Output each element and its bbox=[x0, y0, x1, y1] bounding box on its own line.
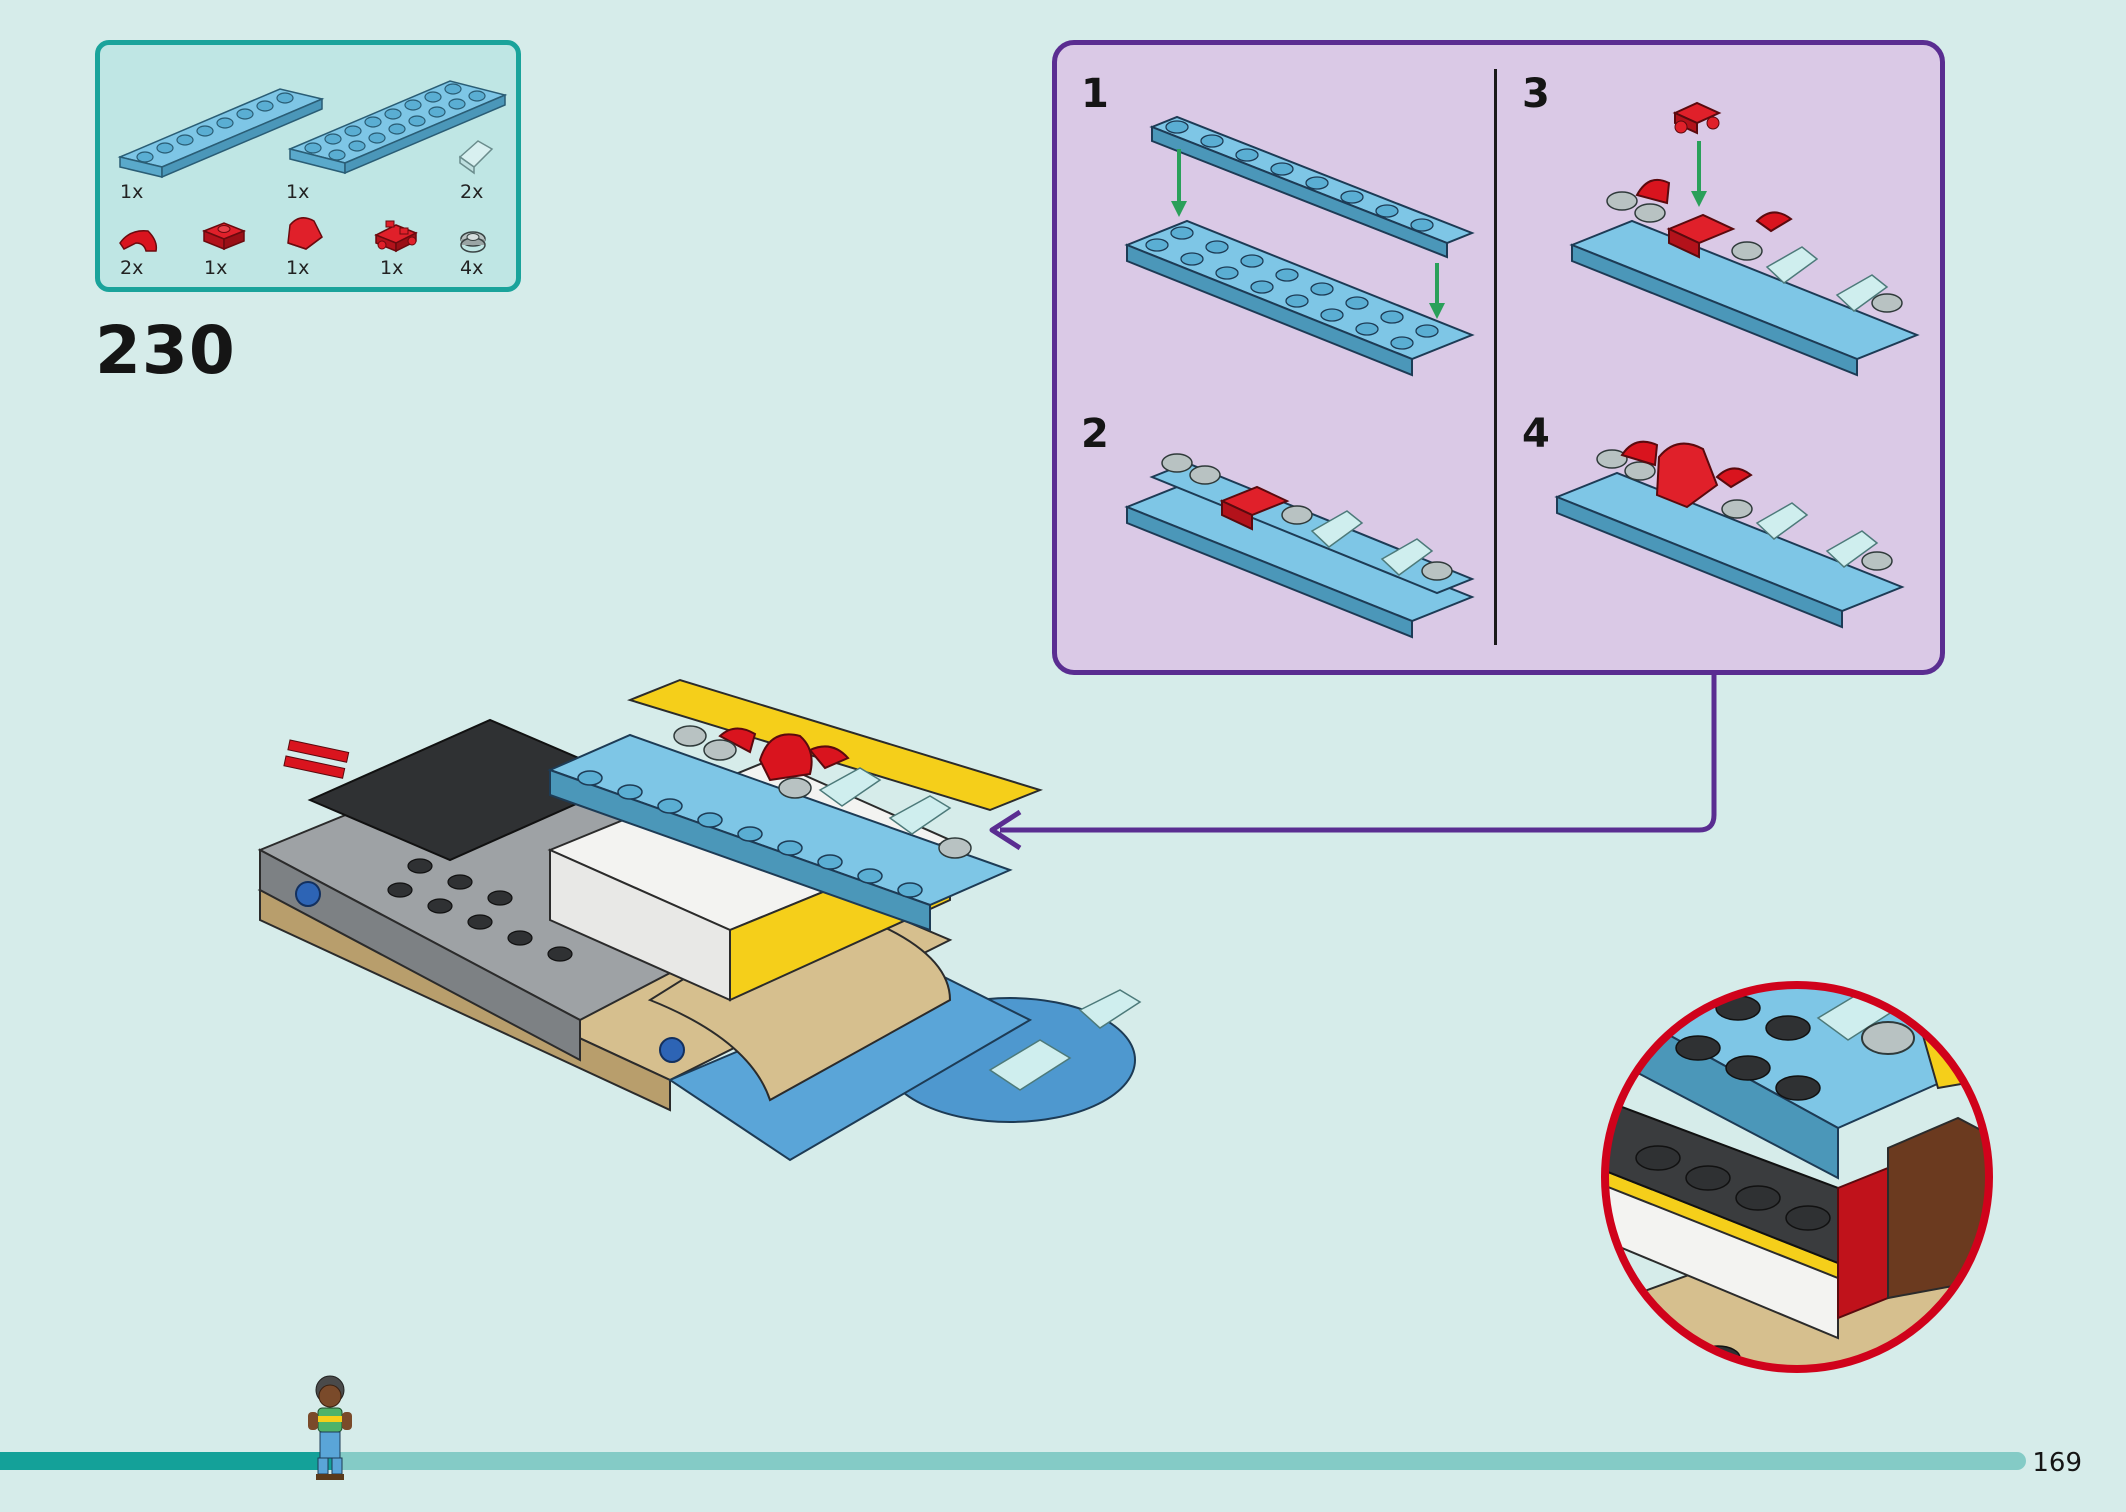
build-progress-fill bbox=[0, 1452, 334, 1470]
substep-2-illustration bbox=[1124, 453, 1475, 639]
substep-4-illustration bbox=[1554, 440, 1905, 629]
substeps-callout: 1 2 3 4 bbox=[1052, 40, 1945, 675]
substep-number: 2 bbox=[1081, 411, 1109, 457]
substep-number: 4 bbox=[1522, 411, 1550, 457]
minifigure-progress-marker bbox=[308, 1375, 352, 1480]
substep-number: 3 bbox=[1522, 71, 1550, 117]
red-curved-piece-icon bbox=[119, 230, 158, 252]
part-qty: 1x bbox=[286, 181, 310, 203]
red-plate-with-clips-icon bbox=[374, 220, 418, 253]
substeps-illustration bbox=[1124, 101, 1920, 639]
main-model-illustration bbox=[257, 678, 1142, 1162]
zoom-detail-circle bbox=[1601, 981, 1993, 1373]
red-curved-slope-icon bbox=[287, 217, 323, 250]
step-number: 230 bbox=[95, 312, 236, 389]
part-qty: 1x bbox=[204, 257, 228, 279]
light-blue-plate-2x8-icon bbox=[287, 80, 508, 175]
parts-list-box: 1x 1x 2x 2x 1x 1x 1x 4x bbox=[95, 40, 521, 292]
part-qty: 4x bbox=[460, 257, 484, 279]
page-number: 169 bbox=[2032, 1448, 2082, 1478]
part-qty: 1x bbox=[120, 181, 144, 203]
red-plate-1x2-icon bbox=[201, 222, 247, 251]
part-qty: 1x bbox=[380, 257, 404, 279]
substep-number: 1 bbox=[1081, 71, 1109, 117]
substep-1-illustration bbox=[1124, 115, 1475, 377]
part-qty: 2x bbox=[460, 181, 484, 203]
build-progress-track bbox=[0, 1452, 2026, 1470]
part-qty: 1x bbox=[286, 257, 310, 279]
substeps-divider bbox=[1494, 69, 1497, 645]
trans-clear-slope-icon bbox=[458, 140, 494, 175]
arrow-left-icon bbox=[989, 809, 1022, 851]
parts-illustration bbox=[117, 80, 508, 253]
grey-round-tile-icon bbox=[460, 231, 486, 253]
part-qty: 2x bbox=[120, 257, 144, 279]
light-blue-plate-1x8-icon bbox=[117, 88, 325, 179]
substep-3-illustration bbox=[1569, 101, 1920, 377]
